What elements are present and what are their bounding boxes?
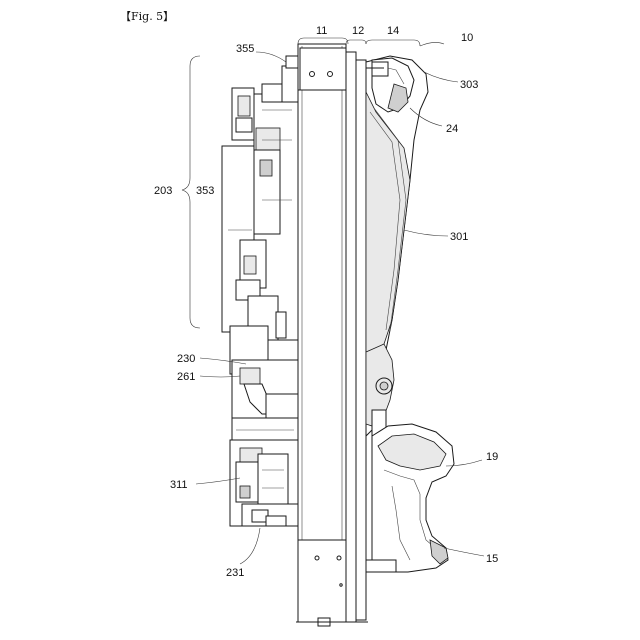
ref-301: 301 bbox=[450, 231, 468, 243]
ref-15: 15 bbox=[486, 553, 498, 565]
ref-311: 311 bbox=[170, 479, 188, 491]
ref-231: 231 bbox=[226, 567, 244, 579]
ref-355: 355 bbox=[236, 43, 254, 55]
ref-12: 12 bbox=[352, 25, 364, 37]
ref-19: 19 bbox=[486, 451, 498, 463]
upper-mechanism bbox=[222, 56, 298, 340]
middle-mechanism bbox=[230, 326, 298, 440]
ref-230: 230 bbox=[177, 353, 195, 365]
ref-11: 11 bbox=[316, 25, 327, 37]
lower-mechanism bbox=[230, 440, 298, 526]
ref-24: 24 bbox=[446, 123, 458, 135]
ref-14: 14 bbox=[387, 25, 399, 37]
seat-joint bbox=[366, 344, 394, 436]
ref-203: 203 bbox=[154, 185, 172, 197]
ref-353: 353 bbox=[196, 185, 214, 197]
ref-303: 303 bbox=[460, 79, 478, 91]
ref-261: 261 bbox=[177, 371, 195, 383]
seat-base bbox=[366, 424, 454, 572]
figure-label: 【Fig. 5】 bbox=[120, 10, 174, 23]
ref-10: 10 bbox=[461, 32, 473, 44]
main-frame bbox=[296, 44, 368, 626]
